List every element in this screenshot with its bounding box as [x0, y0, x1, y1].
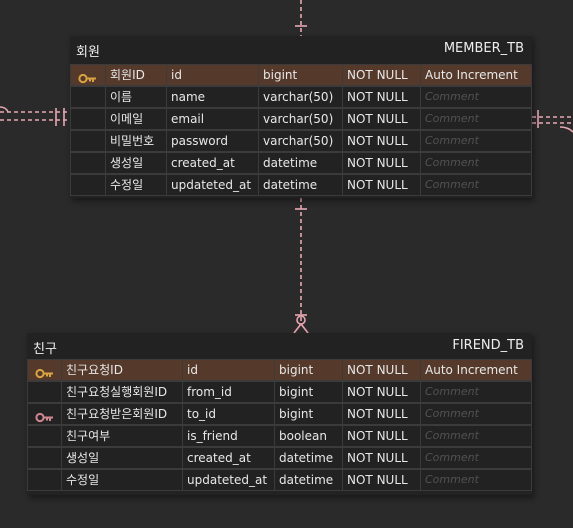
column-logical-name: 수정일: [105, 175, 166, 195]
column-logical-name: 친구요청받은회원ID: [61, 404, 182, 424]
column-data-type: datetime: [258, 153, 342, 173]
column-comment: Comment: [420, 87, 533, 107]
column-physical-name: password: [166, 131, 258, 151]
column-logical-name: 생성일: [105, 153, 166, 173]
column-physical-name: updateted_at: [166, 175, 258, 195]
column-physical-name: updateted_at: [182, 470, 274, 490]
column-nullable: NOT NULL: [342, 404, 420, 424]
column-comment: Comment: [420, 131, 533, 151]
column-physical-name: created_at: [182, 448, 274, 468]
column-physical-name: id: [166, 65, 258, 85]
column-comment: Auto Increment: [420, 360, 533, 380]
column-comment: Comment: [420, 448, 533, 468]
column-nullable: NOT NULL: [342, 65, 420, 85]
key-cell: [71, 175, 105, 195]
column-comment: Comment: [420, 470, 533, 490]
column-logical-name: 이름: [105, 87, 166, 107]
key-cell: [28, 448, 61, 468]
key-cell: [28, 470, 61, 490]
foreign-key-icon: [35, 409, 55, 424]
column-data-type: bigint: [274, 404, 342, 424]
table-logical-name: 회원: [76, 45, 100, 60]
column-comment: Comment: [420, 382, 533, 402]
column-logical-name: 친구여부: [61, 426, 182, 446]
column-data-type: varchar(50): [258, 109, 342, 129]
key-cell: [28, 426, 61, 446]
column-logical-name: 생성일: [61, 448, 182, 468]
column-nullable: NOT NULL: [342, 153, 420, 173]
key-cell: [71, 65, 105, 85]
key-cell: [71, 109, 105, 129]
column-nullable: NOT NULL: [342, 426, 420, 446]
table-physical-name: MEMBER_TB: [443, 41, 524, 56]
key-cell: [71, 131, 105, 151]
column-nullable: NOT NULL: [342, 448, 420, 468]
key-icon: [35, 365, 55, 380]
column-physical-name: from_id: [182, 382, 274, 402]
table-physical-name: FIREND_TB: [452, 338, 524, 353]
column-comment: Comment: [420, 426, 533, 446]
column-comment: Auto Increment: [420, 65, 533, 85]
column-data-type: boolean: [274, 426, 342, 446]
column-data-type: varchar(50): [258, 87, 342, 107]
column-logical-name: 친구요청ID: [61, 360, 182, 380]
column-physical-name: to_id: [182, 404, 274, 424]
key-cell: [71, 87, 105, 107]
column-data-type: bigint: [274, 360, 342, 380]
column-nullable: NOT NULL: [342, 131, 420, 151]
column-data-type: datetime: [274, 470, 342, 490]
column-data-type: bigint: [258, 65, 342, 85]
column-nullable: NOT NULL: [342, 382, 420, 402]
column-nullable: NOT NULL: [342, 175, 420, 195]
column-logical-name: 비밀번호: [105, 131, 166, 151]
column-physical-name: created_at: [166, 153, 258, 173]
column-logical-name: 이메일: [105, 109, 166, 129]
column-logical-name: 수정일: [61, 470, 182, 490]
column-comment: Comment: [420, 404, 533, 424]
column-physical-name: is_friend: [182, 426, 274, 446]
column-data-type: bigint: [274, 382, 342, 402]
column-nullable: NOT NULL: [342, 87, 420, 107]
key-cell: [71, 153, 105, 173]
column-logical-name: 회원ID: [105, 65, 166, 85]
table-header: 친구 FIREND_TB: [27, 333, 532, 359]
column-nullable: NOT NULL: [342, 109, 420, 129]
column-physical-name: email: [166, 109, 258, 129]
column-comment: Comment: [420, 175, 533, 195]
column-physical-name: id: [182, 360, 274, 380]
column-comment: Comment: [420, 109, 533, 129]
column-data-type: varchar(50): [258, 131, 342, 151]
column-data-type: datetime: [258, 175, 342, 195]
key-cell: [28, 360, 61, 380]
table-header: 회원 MEMBER_TB: [70, 36, 532, 62]
column-nullable: NOT NULL: [342, 470, 420, 490]
column-comment: Comment: [420, 153, 533, 173]
key-icon: [78, 70, 98, 85]
key-cell: [28, 404, 61, 424]
column-logical-name: 친구요청실행회원ID: [61, 382, 182, 402]
column-physical-name: name: [166, 87, 258, 107]
column-data-type: datetime: [274, 448, 342, 468]
column-nullable: NOT NULL: [342, 360, 420, 380]
key-cell: [28, 382, 61, 402]
table-logical-name: 친구: [33, 342, 57, 357]
